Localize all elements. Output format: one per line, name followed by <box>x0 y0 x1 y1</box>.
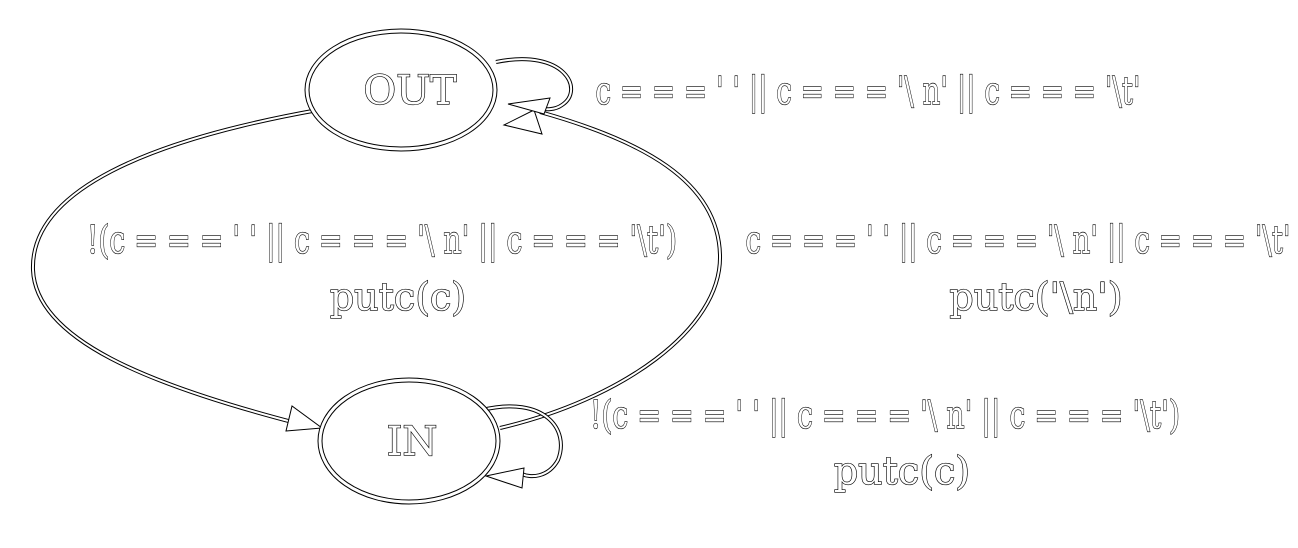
edge-in-self-loop <box>481 404 563 489</box>
arrowhead <box>507 97 551 115</box>
arrowhead <box>484 467 525 489</box>
edge-label-in-to-out-action: putc('\n') <box>949 275 1122 319</box>
node-label-out: OUT <box>363 68 457 114</box>
edge-label-out-to-in-action: putc(c) <box>330 275 466 319</box>
edge-in-to-out <box>499 109 723 430</box>
edge-label-in-self-action: putc(c) <box>834 449 970 493</box>
edge-label-out-self-condition: c = = = ' ' || c = = = '\ n' || c = = = … <box>596 69 1141 113</box>
arrowhead <box>502 109 543 135</box>
node-label-in: IN <box>387 419 438 465</box>
state-node-out: OUT <box>304 28 498 152</box>
edge-label-in-self-condition: !(c = = = ' ' || c = = = '\ n' || c = = … <box>590 393 1180 437</box>
edge-out-to-in <box>30 108 324 432</box>
arrowhead <box>285 405 324 432</box>
edge-label-out-to-in-condition: !(c = = = ' ' || c = = = '\ n' || c = = … <box>87 218 677 262</box>
state-node-in: IN <box>317 377 501 505</box>
edge-label-in-to-out-condition: c = = = ' ' || c = = = '\ n' || c = = = … <box>746 218 1291 262</box>
edge-out-self-loop <box>495 57 573 115</box>
